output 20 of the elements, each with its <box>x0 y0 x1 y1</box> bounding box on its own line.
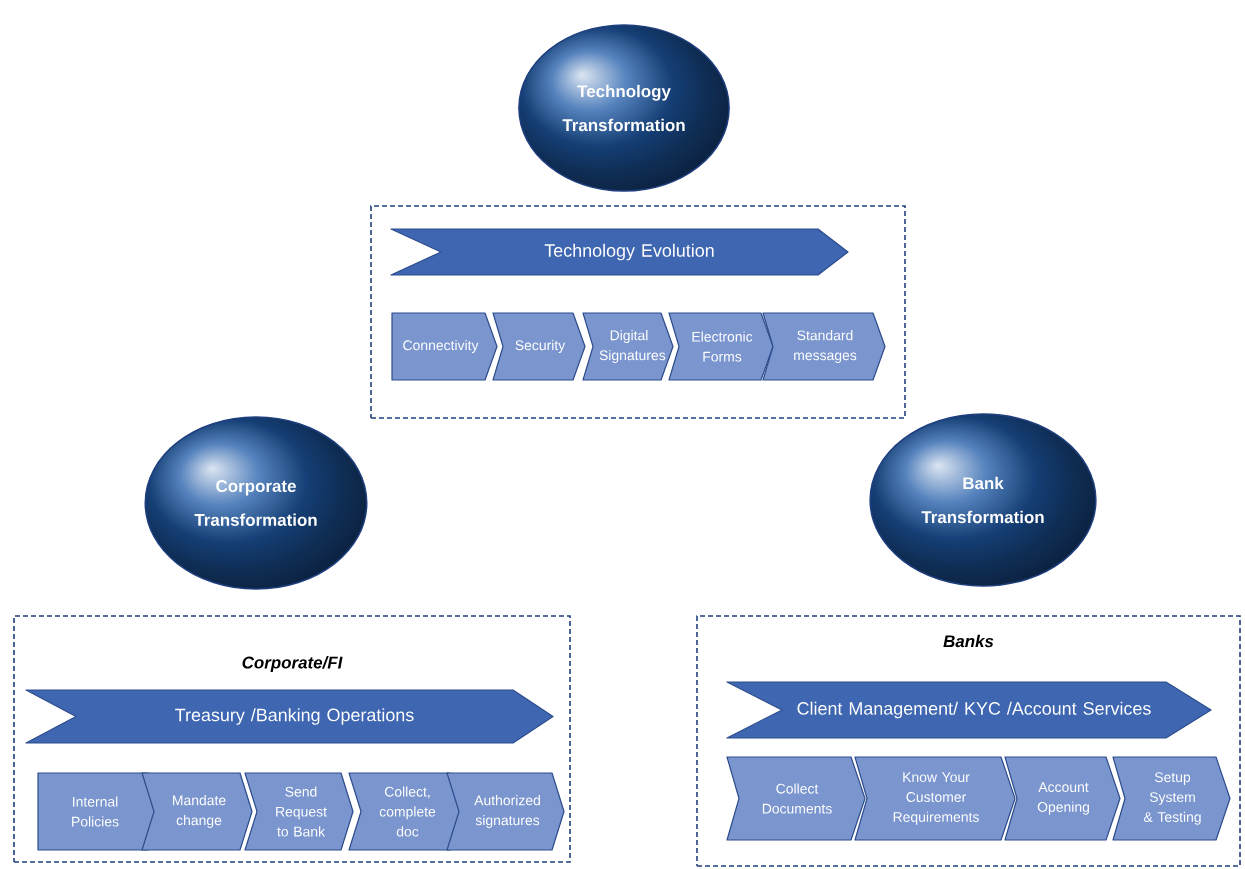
chevron-step: Send Request to Bank <box>244 772 354 851</box>
sphere: Bank Transformation <box>869 413 1097 587</box>
dashed-frame <box>370 205 906 419</box>
chevron-step: Standard messages <box>762 312 886 381</box>
stage-banner: Client Management/ KYC /Account Services <box>726 681 1212 739</box>
chevron-step: Internal Policies <box>37 772 161 851</box>
chevron-step: Know Your Customer Requirements <box>854 756 1016 841</box>
sphere: Corporate Transformation <box>144 416 368 590</box>
sphere: Technology Transformation <box>518 24 730 192</box>
chevron-step: Electronic Forms <box>668 312 774 381</box>
chevron-step: Collect Documents <box>726 756 866 841</box>
stage-banner: Treasury /Banking Operations <box>25 689 554 744</box>
chevron-step: Authorized signatures <box>446 772 565 851</box>
stage-banner: Technology Evolution <box>390 228 849 276</box>
chevron-step: Connectivity <box>391 312 498 381</box>
chevron-step: Digital Signatures <box>582 312 674 381</box>
chevron-step: Account Opening <box>1004 756 1121 841</box>
chevron-step: Mandate change <box>141 772 253 851</box>
chevron-step: Security <box>492 312 586 381</box>
chevron-step: Setup System & Testing <box>1112 756 1231 841</box>
